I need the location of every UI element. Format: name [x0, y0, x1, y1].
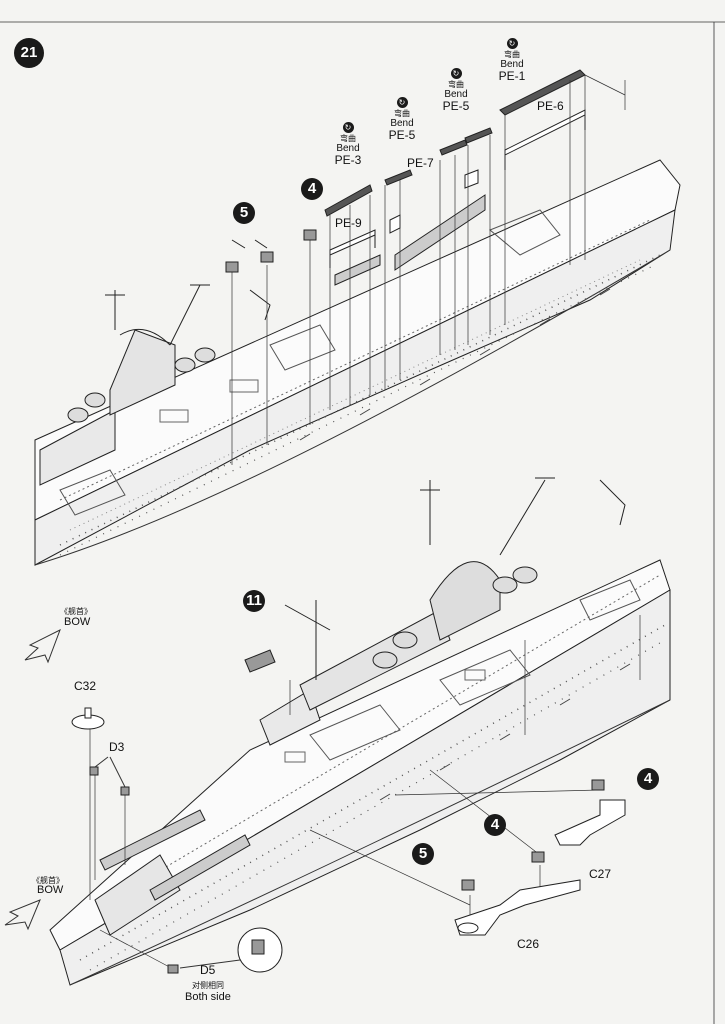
both-side-en: Both side — [185, 991, 231, 1003]
bend-note-en: Bend — [336, 143, 360, 154]
bend-note-pe5-right: ↻ 弯曲 Bend PE-5 — [434, 68, 478, 113]
bend-note-cn: 弯曲 — [504, 50, 520, 59]
label-d3: D3 — [109, 740, 125, 754]
bend-arrow-icon: ↻ — [450, 68, 462, 79]
bend-arrow-icon: ↻ — [342, 122, 354, 133]
step-number-badge: 21 — [14, 38, 44, 68]
label-d5: D5 — [200, 963, 216, 977]
bend-note-en: Bend — [390, 118, 414, 129]
label-c27: C27 — [589, 867, 612, 881]
bend-note-cn: 弯曲 — [340, 134, 356, 143]
bend-note-pe1: ↻ 弯曲 Bend PE-1 — [490, 38, 534, 83]
bow-arrow-upper-icon — [24, 628, 61, 664]
callout-part-4-mid: 4 — [484, 814, 506, 836]
bow-lower-cn: 《舰首》 — [32, 876, 64, 885]
bow-lower-en: BOW — [37, 884, 64, 896]
bend-note-en: Bend — [444, 89, 468, 100]
bend-note-cn: 弯曲 — [394, 109, 410, 118]
label-pe7: PE-7 — [407, 156, 434, 170]
bend-note-part: PE-5 — [388, 128, 416, 142]
bend-note-en: Bend — [500, 59, 524, 70]
label-pe9: PE-9 — [335, 216, 362, 230]
bend-note-cn: 弯曲 — [448, 80, 464, 89]
bend-arrow-icon: ↻ — [506, 38, 518, 49]
label-pe6: PE-6 — [537, 99, 564, 113]
both-side-cn: 对侧相同 — [192, 981, 224, 990]
label-c32: C32 — [74, 679, 97, 693]
upper-ship-drawing — [34, 159, 681, 566]
lower-parts — [71, 649, 626, 974]
lower-ship-drawing — [49, 477, 671, 986]
label-c26: C26 — [517, 937, 540, 951]
callout-part-5-lower: 5 — [412, 843, 434, 865]
bow-upper-en: BOW — [64, 616, 91, 628]
bend-note-pe5-middle: ↻ 弯曲 Bend PE-5 — [380, 97, 424, 142]
callout-part-5-upper: 5 — [233, 202, 255, 224]
bend-note-part: PE-1 — [498, 69, 526, 83]
bow-arrow-lower-icon — [4, 899, 41, 931]
callout-part-11: 11 — [243, 590, 265, 612]
bend-note-pe3: ↻ 弯曲 Bend PE-3 — [326, 122, 370, 167]
bow-upper-cn: 《舰首》 — [60, 607, 92, 616]
bend-note-part: PE-5 — [442, 99, 470, 113]
callout-part-4-right: 4 — [637, 768, 659, 790]
callout-part-4-upper: 4 — [301, 178, 323, 200]
bend-arrow-icon: ↻ — [396, 97, 408, 108]
upper-pe-parts — [225, 69, 626, 465]
bend-note-part: PE-3 — [334, 153, 362, 167]
